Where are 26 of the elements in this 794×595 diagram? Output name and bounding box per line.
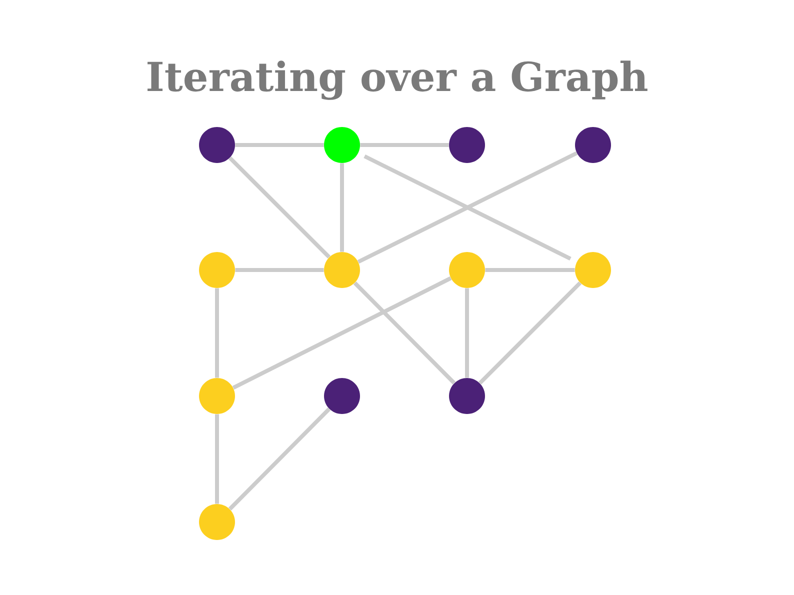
connector-line bbox=[232, 276, 452, 390]
connector-line bbox=[340, 163, 344, 252]
connector-line bbox=[360, 143, 449, 147]
connector-line bbox=[228, 408, 331, 510]
connector-line bbox=[465, 288, 469, 378]
graph-node bbox=[199, 252, 235, 288]
graph-node bbox=[449, 127, 485, 163]
graph-node bbox=[324, 252, 360, 288]
connector-line bbox=[235, 268, 324, 272]
graph-node bbox=[199, 378, 235, 414]
graph-node bbox=[449, 252, 485, 288]
connector-line bbox=[353, 282, 456, 384]
graph-node bbox=[575, 252, 611, 288]
graph-node bbox=[199, 504, 235, 540]
connector-line bbox=[485, 268, 575, 272]
connector-line bbox=[228, 156, 331, 259]
connector-line bbox=[478, 281, 582, 385]
graph-node bbox=[199, 127, 235, 163]
title: Iterating over a Graph bbox=[148, 60, 648, 100]
connector-line bbox=[215, 288, 219, 378]
connector-line bbox=[215, 414, 219, 504]
graph-node bbox=[324, 378, 360, 414]
connector-line bbox=[235, 143, 324, 147]
graph-node bbox=[324, 127, 360, 163]
graph-node bbox=[449, 378, 485, 414]
graph-node bbox=[575, 127, 611, 163]
